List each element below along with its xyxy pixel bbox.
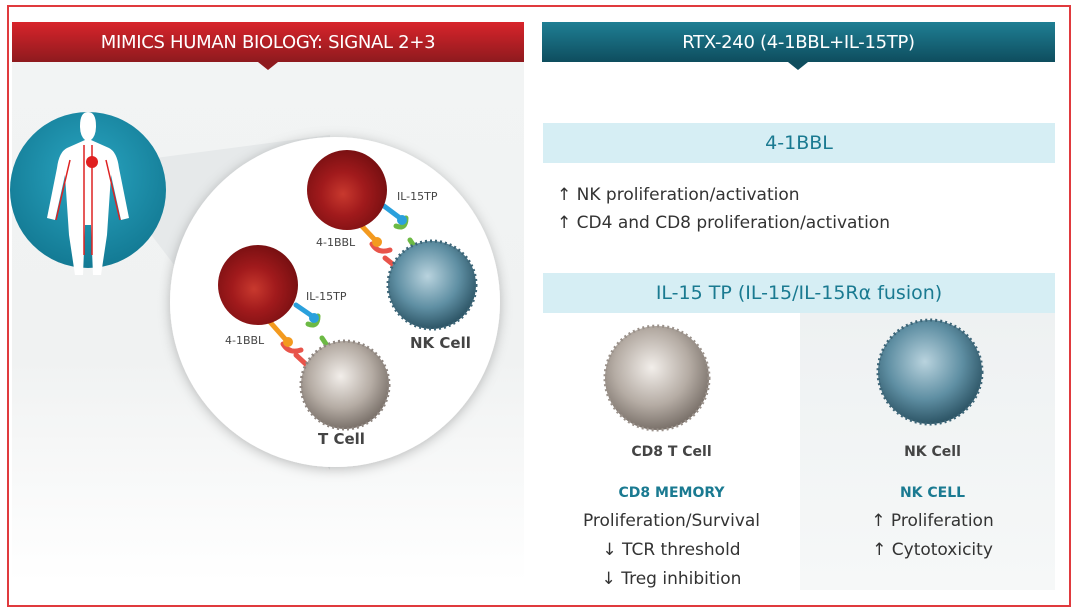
cd8-memory-heading: CD8 MEMORY — [618, 485, 725, 501]
left-header: MIMICS HUMAN BIOLOGY: SIGNAL 2+3 — [12, 22, 524, 62]
red-blood-cell-1 — [307, 150, 387, 230]
nk-cell-graphic — [386, 239, 478, 331]
il15tp-label: IL-15TP — [397, 190, 438, 203]
nk-cell-label: NK Cell — [410, 334, 471, 352]
right-header-title: RTX-240 (4-1BBL+IL-15TP) — [682, 31, 915, 53]
4-1bbl-label: 4-1BBL — [225, 334, 265, 347]
il15-bar: IL-15 TP (IL-15/IL-15Rα fusion) — [543, 273, 1055, 313]
cell-diagram — [10, 112, 500, 470]
left-header-pointer — [258, 62, 278, 70]
right-header: RTX-240 (4-1BBL+IL-15TP) — [542, 22, 1055, 62]
cd8-cell-label: CD8 T Cell — [631, 444, 712, 460]
right-cells — [603, 318, 984, 432]
cd8-effect: Proliferation/Survival — [582, 511, 761, 531]
magnified-circle — [170, 137, 500, 467]
right-header-pointer — [788, 62, 808, 70]
bbl-effect: ↑ CD4 and CD8 proliferation/activation — [557, 213, 890, 233]
t-cell-label: T Cell — [318, 430, 365, 448]
cd8-effect: ↓ Treg inhibition — [601, 569, 742, 589]
il15-title: IL-15 TP (IL-15/IL-15Rα fusion) — [655, 282, 943, 304]
outer-frame — [7, 5, 1071, 607]
human-body-icon — [10, 112, 166, 275]
nk-cell-heading: NK CELL — [899, 485, 966, 501]
nk-cell-label: NK Cell — [904, 444, 961, 460]
cd8-t-cell-graphic — [603, 324, 711, 432]
left-header-title: MIMICS HUMAN BIOLOGY: SIGNAL 2+3 — [100, 31, 436, 53]
4-1bbl-title: 4-1BBL — [765, 132, 833, 154]
nk-cell-graphic — [876, 318, 984, 426]
red-blood-cell-2 — [218, 245, 298, 325]
4-1bbl-bar: 4-1BBL — [543, 123, 1055, 163]
t-cell-graphic — [299, 339, 391, 431]
nk-effect: ↑ Proliferation — [871, 511, 994, 531]
cd8-effect: ↓ TCR threshold — [602, 540, 741, 560]
bbl-effect: ↑ NK proliferation/activation — [557, 185, 800, 205]
nk-effect: ↑ Cytotoxicity — [872, 540, 993, 560]
4-1bbl-label: 4-1BBL — [316, 236, 356, 249]
il15tp-label: IL-15TP — [306, 290, 347, 303]
